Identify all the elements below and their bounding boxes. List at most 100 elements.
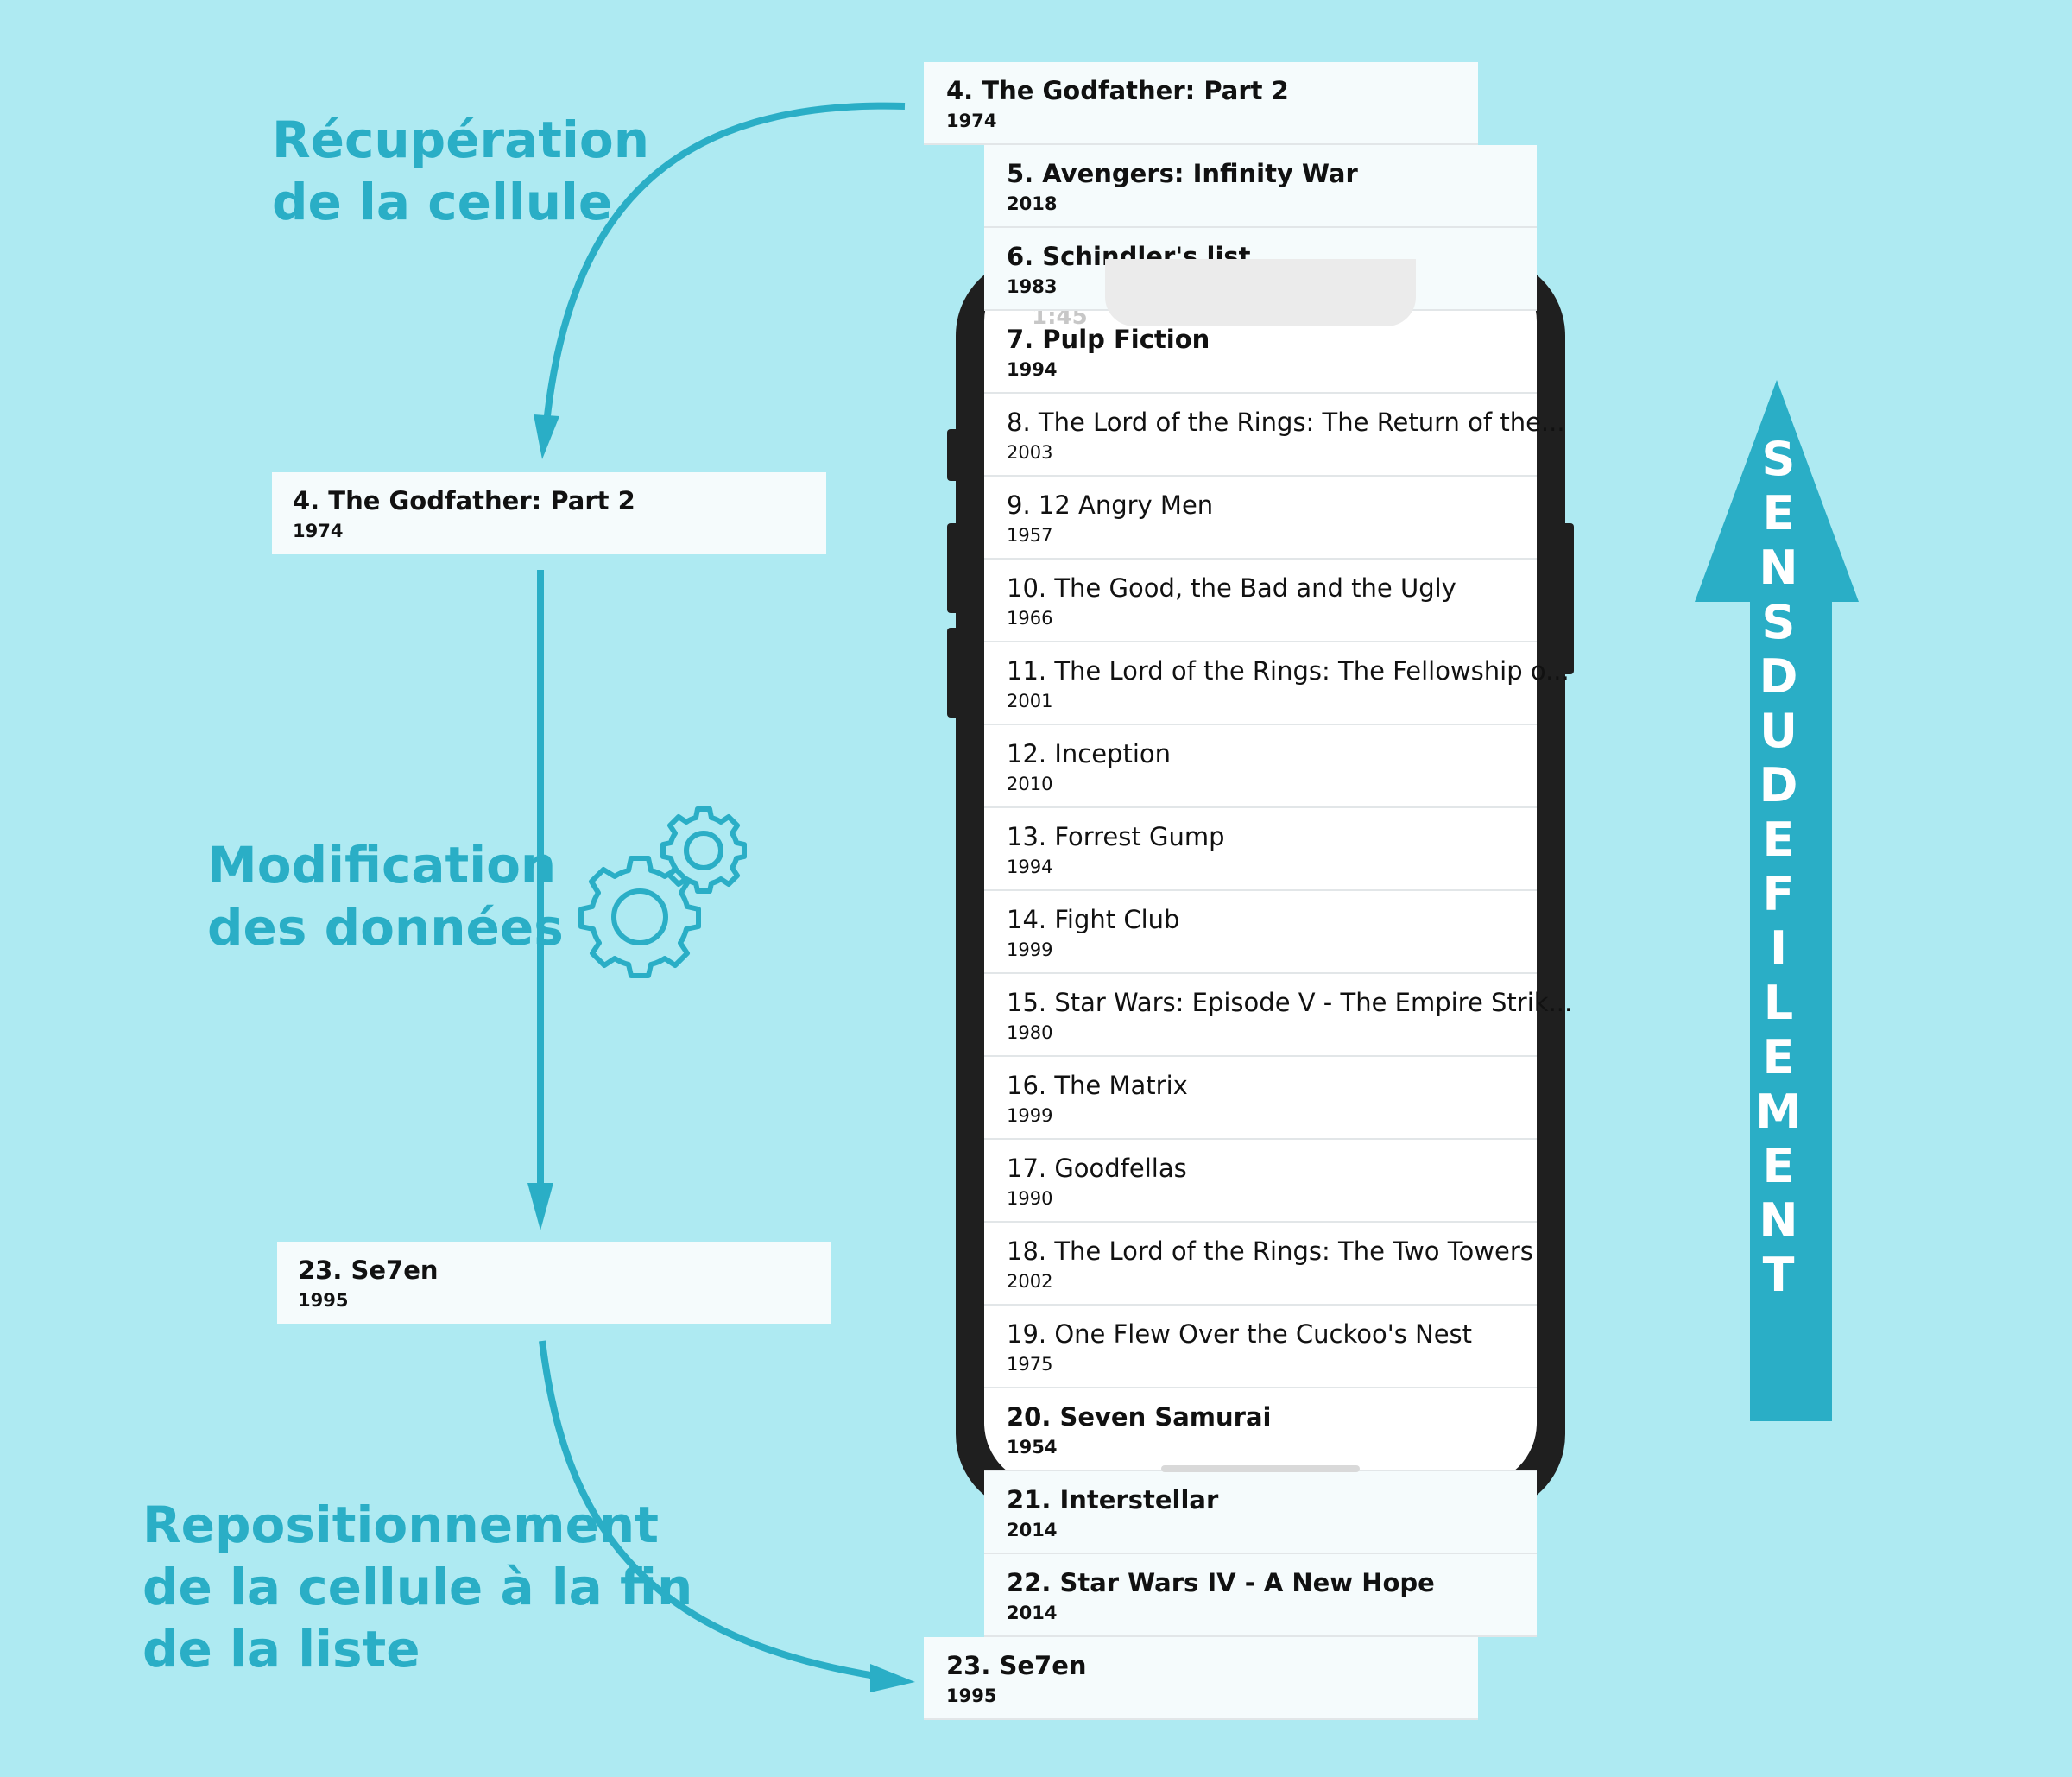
scroll-direction-letter: N	[1759, 1193, 1798, 1248]
fetch-arrow	[543, 102, 906, 424]
list-item-title: 16. The Matrix	[1007, 1071, 1188, 1100]
list-item-title: 15. Star Wars: Episode V - The Empire St…	[1007, 988, 1573, 1017]
list-item-year: 1999	[1007, 1105, 1053, 1126]
modify-arrowhead	[527, 1183, 553, 1230]
scroll-direction-letter: E	[1762, 1139, 1795, 1193]
list-item[interactable]: 16. The Matrix 1999	[984, 1057, 1537, 1140]
list-item[interactable]: 20. Seven Samurai 1954	[984, 1388, 1537, 1471]
scroll-direction-letter: U	[1759, 704, 1797, 758]
list-item-title: 20. Seven Samurai	[1007, 1402, 1272, 1432]
list-item-title: 12. Inception	[1007, 739, 1172, 768]
list-item-year: 1995	[946, 1685, 997, 1706]
modify-line-2: des données	[207, 898, 564, 957]
list-item[interactable]: 7. Pulp Fiction 1994	[984, 311, 1537, 394]
list-item[interactable]: 8. The Lord of the Rings: The Return of …	[984, 394, 1565, 477]
scroll-direction-letter: L	[1763, 976, 1794, 1030]
scroll-direction-letter: S	[1761, 595, 1796, 649]
list-item-year: 2001	[1007, 691, 1053, 711]
fetched-cell: 4. The Godfather: Part 2 1974	[272, 472, 826, 554]
list-item-title: 17. Goodfellas	[1007, 1154, 1187, 1183]
list-item-year: 1957	[1007, 525, 1053, 546]
list-item-year: 1990	[1007, 1188, 1053, 1209]
list-item-year: 2018	[1007, 193, 1058, 214]
list-item[interactable]: 11. The Lord of the Rings: The Fellowshi…	[984, 642, 1570, 725]
step-reposition-label: Repositionnement de la cellule à la fin …	[142, 1494, 692, 1680]
list-item-title: 22. Star Wars IV - A New Hope	[1007, 1568, 1435, 1597]
cell-year: 1995	[298, 1290, 349, 1311]
list-item-title: 21. Interstellar	[1007, 1485, 1219, 1515]
fetch-line-2: de la cellule	[272, 173, 613, 231]
list-item-year: 1966	[1007, 608, 1053, 629]
list-item[interactable]: 4. The Godfather: Part 2 1974	[924, 62, 1478, 145]
fetch-line-1: Récupération	[272, 111, 650, 169]
phone-notch	[1105, 259, 1416, 326]
phone-screen	[984, 259, 1537, 1485]
list-item-title: 23. Se7en	[946, 1651, 1087, 1680]
list-item-year: 1980	[1007, 1022, 1053, 1043]
list-item-title: 14. Fight Club	[1007, 905, 1180, 934]
modify-line-1: Modification	[207, 836, 557, 895]
scroll-direction-letter: D	[1759, 649, 1798, 704]
scroll-direction-letter: I	[1769, 921, 1788, 976]
scroll-direction-letter: M	[1755, 1085, 1802, 1139]
list-item-year: 2002	[1007, 1271, 1053, 1292]
list-item-year: 1975	[1007, 1354, 1053, 1375]
list-item-title: 10. The Good, the Bad and the Ugly	[1007, 573, 1456, 603]
step-modify-label: Modification des données	[207, 834, 564, 958]
step-fetch-label: Récupération de la cellule	[272, 109, 649, 233]
list-item-title: 11. The Lord of the Rings: The Fellowshi…	[1007, 656, 1570, 686]
list-item[interactable]: 12. Inception 2010	[984, 725, 1537, 808]
list-item-year: 1954	[1007, 1437, 1058, 1458]
list-item[interactable]: 9. 12 Angry Men 1957	[984, 477, 1537, 560]
list-item-year: 2014	[1007, 1520, 1058, 1540]
list-item-year: 2014	[1007, 1603, 1058, 1623]
modified-cell: 23. Se7en 1995	[277, 1242, 831, 1324]
list-item-title: 7. Pulp Fiction	[1007, 325, 1210, 354]
list-item[interactable]: 19. One Flew Over the Cuckoo's Nest 1975	[984, 1306, 1537, 1388]
list-item[interactable]: 5. Avengers: Infinity War 2018	[984, 145, 1537, 228]
scroll-direction-letter: T	[1762, 1248, 1795, 1302]
scroll-direction-letter: D	[1759, 758, 1798, 813]
list-item-year: 1994	[1007, 857, 1053, 877]
list-item-year: 1994	[1007, 359, 1058, 380]
cell-title: 23. Se7en	[298, 1255, 439, 1285]
fetch-arrowhead	[534, 414, 559, 459]
list-item[interactable]: 22. Star Wars IV - A New Hope 2014	[984, 1554, 1537, 1637]
list-item-title: 18. The Lord of the Rings: The Two Tower…	[1007, 1236, 1533, 1266]
scroll-direction-letter: E	[1762, 813, 1795, 867]
list-item-title: 8. The Lord of the Rings: The Return of …	[1007, 408, 1565, 437]
list-item-year: 2003	[1007, 442, 1053, 463]
list-item[interactable]: 18. The Lord of the Rings: The Two Tower…	[984, 1223, 1537, 1306]
reposition-line-1: Repositionnement	[142, 1496, 659, 1554]
scroll-direction-letter: S	[1761, 432, 1796, 486]
list-item-title: 9. 12 Angry Men	[1007, 490, 1214, 520]
list-item-title: 13. Forrest Gump	[1007, 822, 1225, 851]
home-indicator	[1161, 1465, 1360, 1472]
list-item-year: 1983	[1007, 276, 1058, 297]
cell-title: 4. The Godfather: Part 2	[293, 486, 635, 515]
list-item[interactable]: 13. Forrest Gump 1994	[984, 808, 1537, 891]
cell-year: 1974	[293, 521, 344, 541]
scroll-direction-arrow	[1695, 380, 1859, 1421]
scroll-direction-letter: N	[1759, 541, 1798, 595]
list-item-title: 19. One Flew Over the Cuckoo's Nest	[1007, 1319, 1473, 1349]
list-item[interactable]: 17. Goodfellas 1990	[984, 1140, 1537, 1223]
scroll-direction-letter: F	[1762, 867, 1795, 921]
list-item-title: 4. The Godfather: Part 2	[946, 76, 1289, 105]
list-item-year: 1974	[946, 111, 997, 131]
list-item-year: 2010	[1007, 774, 1053, 794]
reposition-arrowhead	[870, 1664, 915, 1692]
list-item[interactable]: 23. Se7en 1995	[924, 1637, 1478, 1720]
gear-icon	[578, 806, 747, 978]
scroll-direction-letter: E	[1762, 486, 1795, 541]
reposition-line-2: de la cellule à la fin	[142, 1558, 693, 1616]
reposition-line-3: de la liste	[142, 1620, 420, 1679]
list-item[interactable]: 21. Interstellar 2014	[984, 1471, 1537, 1554]
scroll-direction-letter: E	[1762, 1030, 1795, 1085]
list-item-title: 5. Avengers: Infinity War	[1007, 159, 1358, 188]
list-item[interactable]: 10. The Good, the Bad and the Ugly 1966	[984, 560, 1537, 642]
list-item[interactable]: 15. Star Wars: Episode V - The Empire St…	[984, 974, 1573, 1057]
